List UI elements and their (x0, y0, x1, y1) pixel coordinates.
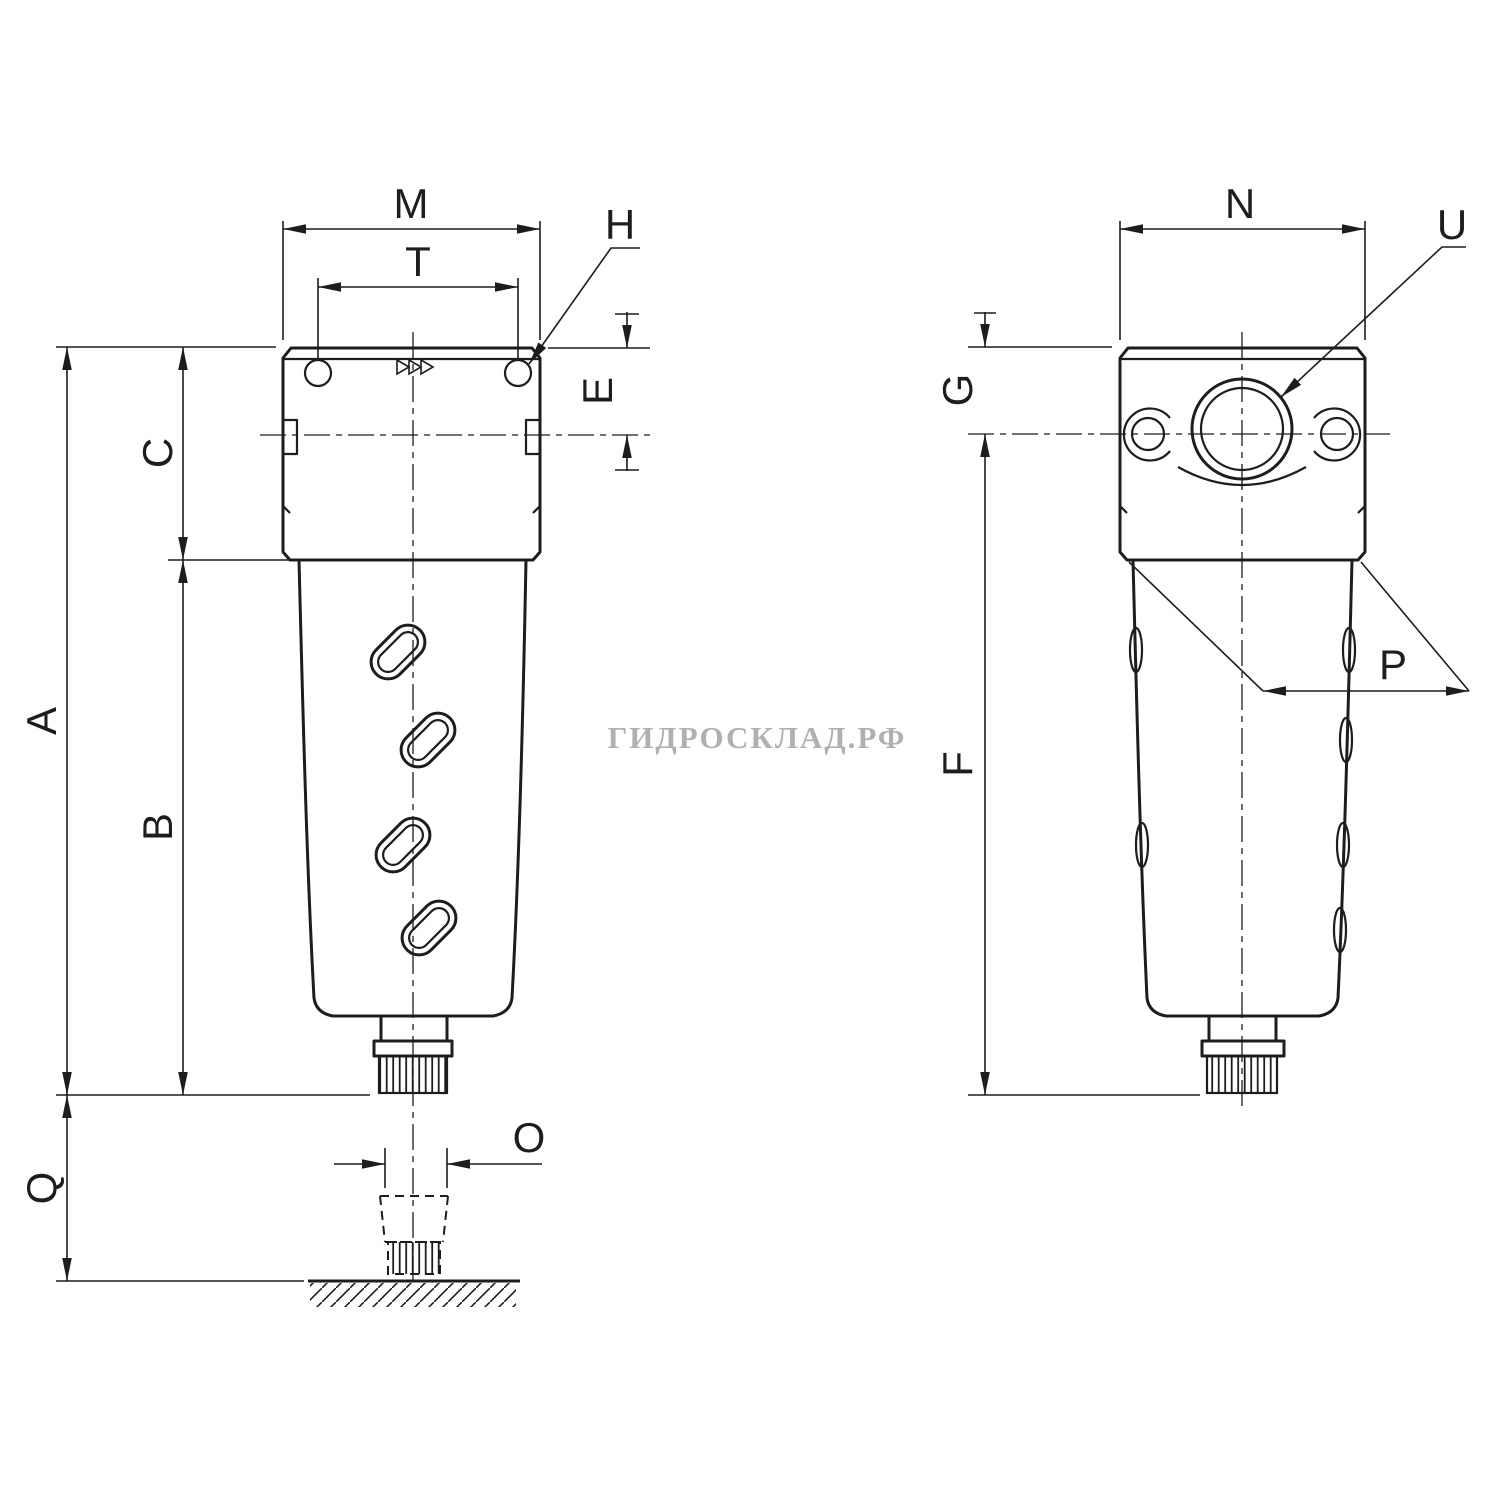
sight-slot (369, 623, 427, 681)
dim-q: Q (18, 1095, 304, 1282)
sight-slot (399, 711, 457, 769)
front-head (281, 346, 542, 562)
mounting-hole-left (303, 358, 333, 388)
dim-m: M (282, 180, 541, 340)
dim-f: F (934, 434, 1200, 1096)
side-head (1118, 346, 1367, 562)
dim-label-a: A (18, 707, 65, 735)
slot-edge (1341, 626, 1357, 674)
slot-edge (1338, 716, 1354, 764)
dim-label-e: E (574, 377, 621, 405)
inlet-port (1190, 377, 1294, 481)
dim-label-t: T (405, 238, 431, 285)
dim-h: H (528, 201, 640, 365)
slot-edge (1332, 906, 1348, 954)
dim-b: B (134, 560, 188, 1095)
mounting-hole-right (503, 358, 533, 388)
watermark: ГИДРОСКЛАД.РФ (608, 720, 907, 755)
ground (308, 1279, 520, 1307)
dim-label-n: N (1225, 180, 1255, 227)
sight-slot (400, 899, 458, 957)
dim-label-u: U (1437, 201, 1467, 248)
dim-o: O (334, 1114, 545, 1188)
dim-n: N (1119, 180, 1366, 340)
dim-label-q: Q (18, 1172, 65, 1205)
slot-edge (1128, 626, 1144, 674)
dim-label-h: H (605, 201, 635, 248)
dim-a: A (18, 347, 370, 1096)
front-drain-knob (372, 1016, 454, 1095)
dim-label-g: G (934, 374, 981, 407)
dim-label-p: P (1379, 641, 1407, 688)
dim-label-m: M (394, 180, 429, 227)
front-centerlines (260, 332, 650, 1280)
side-hole-right (1319, 416, 1355, 452)
front-view: M T H E C B A (18, 180, 650, 1307)
dim-label-f: F (934, 751, 981, 777)
dim-c: C (56, 346, 294, 561)
dim-g: G (934, 312, 1112, 406)
front-bowl (297, 558, 528, 1018)
dim-e: E (548, 312, 650, 471)
side-drain-knob (1200, 1016, 1286, 1095)
dim-u: U (1280, 201, 1467, 398)
sight-slot (374, 816, 432, 874)
slot-edge (1335, 821, 1351, 869)
side-centerlines (968, 332, 1390, 1112)
front-drain-fitting-hidden (379, 1195, 449, 1275)
side-bowl (1128, 558, 1357, 1018)
flow-direction-icon (396, 358, 435, 376)
dim-label-c: C (134, 438, 181, 468)
side-view: N U G F P (934, 180, 1470, 1112)
side-hole-left (1130, 416, 1166, 452)
dim-label-b: B (134, 813, 181, 841)
dim-label-o: O (513, 1114, 546, 1161)
dim-p: P (1128, 561, 1470, 696)
slot-edge (1134, 821, 1150, 869)
dim-t: T (317, 238, 519, 360)
